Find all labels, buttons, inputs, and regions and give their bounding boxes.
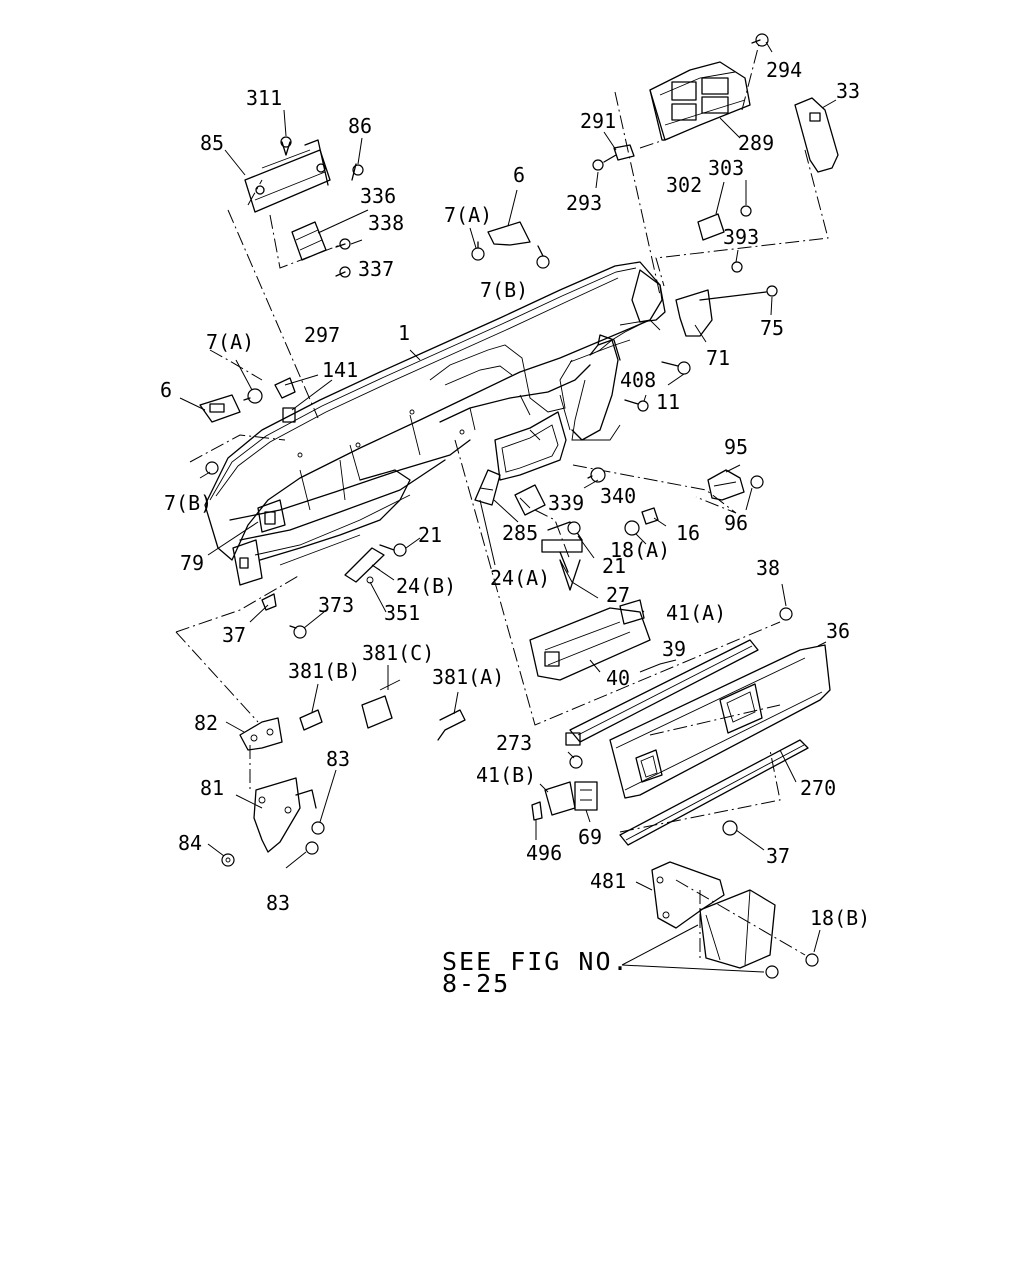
label-38: 38 <box>756 556 780 580</box>
label-6-left: 6 <box>160 378 172 402</box>
cluster-hood-289 <box>649 61 751 141</box>
label-75: 75 <box>760 316 784 340</box>
lower-left-brackets <box>221 717 325 867</box>
label-18b: 18(B) <box>810 906 870 930</box>
label-86: 86 <box>348 114 372 138</box>
reference-line-1: SEE FIG NO. <box>442 947 630 976</box>
label-36: 36 <box>826 619 850 643</box>
label-83-top: 83 <box>326 747 350 771</box>
label-96: 96 <box>724 511 748 535</box>
reference-line-2: 8-25 <box>442 969 510 998</box>
label-294: 294 <box>766 58 802 82</box>
label-293: 293 <box>566 191 602 215</box>
label-141: 141 <box>322 358 358 382</box>
side-panel-33 <box>794 97 839 173</box>
glove-box-assembly <box>529 599 831 846</box>
label-337: 337 <box>358 257 394 281</box>
label-297: 297 <box>304 323 340 347</box>
label-311: 311 <box>246 86 282 110</box>
right-center-fasteners <box>587 361 764 536</box>
label-7b-top: 7(B) <box>480 278 528 302</box>
label-41a: 41(A) <box>666 601 726 625</box>
label-41b: 41(B) <box>476 763 536 787</box>
label-18a: 18(A) <box>610 538 670 562</box>
clips-381 <box>299 679 466 741</box>
label-273: 273 <box>496 731 532 755</box>
label-496: 496 <box>526 841 562 865</box>
label-85: 85 <box>200 131 224 155</box>
label-381b: 381(B) <box>288 659 360 683</box>
label-1: 1 <box>398 321 410 345</box>
label-71: 71 <box>706 346 730 370</box>
label-289: 289 <box>738 131 774 155</box>
upper-bracket-6 <box>471 221 550 269</box>
label-69: 69 <box>578 825 602 849</box>
label-95: 95 <box>724 435 748 459</box>
label-33: 33 <box>836 79 860 103</box>
label-27: 27 <box>606 583 630 607</box>
left-side-parts <box>199 377 407 639</box>
label-24a: 24(A) <box>490 566 550 590</box>
reference-note: SEE FIG NO. 8-25 <box>442 947 630 998</box>
label-7a-left: 7(A) <box>206 330 254 354</box>
label-37-right: 37 <box>766 844 790 868</box>
label-83-bottom: 83 <box>266 891 290 915</box>
label-373: 373 <box>318 593 354 617</box>
label-270: 270 <box>800 776 836 800</box>
top-left-parts <box>244 136 364 278</box>
label-381a: 381(A) <box>432 665 504 689</box>
label-37-left: 37 <box>222 623 246 647</box>
label-84: 84 <box>178 831 202 855</box>
label-21-center: 21 <box>602 554 626 578</box>
label-11: 11 <box>656 390 680 414</box>
label-381c: 381(C) <box>362 641 434 665</box>
label-393: 393 <box>723 225 759 249</box>
label-81: 81 <box>200 776 224 800</box>
label-39: 39 <box>662 637 686 661</box>
label-338: 338 <box>368 211 404 235</box>
label-24b: 24(B) <box>396 574 456 598</box>
label-302: 302 <box>666 173 702 197</box>
label-291: 291 <box>580 109 616 133</box>
hood-fasteners <box>592 33 778 301</box>
instrument-panel-body <box>204 261 713 586</box>
label-7b-left: 7(B) <box>164 491 212 515</box>
part-number-labels: 311 86 85 336 338 337 294 33 291 289 303… <box>160 58 870 930</box>
label-82: 82 <box>194 711 218 735</box>
label-40: 40 <box>606 666 630 690</box>
label-336: 336 <box>360 184 396 208</box>
label-16: 16 <box>676 521 700 545</box>
label-340: 340 <box>600 484 636 508</box>
control-unit-481 <box>651 861 819 979</box>
label-285: 285 <box>502 521 538 545</box>
label-351: 351 <box>384 601 420 625</box>
label-339: 339 <box>548 491 584 515</box>
label-481: 481 <box>590 869 626 893</box>
label-6-top: 6 <box>513 163 525 187</box>
center-parts <box>474 469 583 591</box>
label-21-left: 21 <box>418 523 442 547</box>
label-408: 408 <box>620 368 656 392</box>
label-7a-top: 7(A) <box>444 203 492 227</box>
label-303: 303 <box>708 156 744 180</box>
label-79: 79 <box>180 551 204 575</box>
leader-lines <box>179 41 837 973</box>
